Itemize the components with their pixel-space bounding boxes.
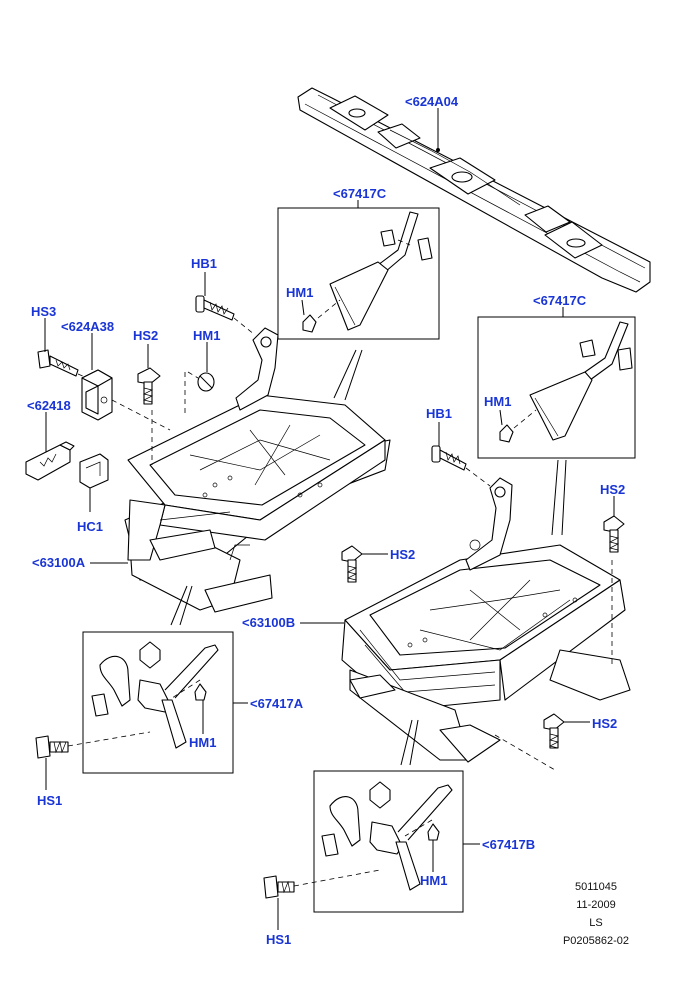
hb1-bolt-right (431, 445, 491, 487)
detail-box-67417A (82, 631, 234, 774)
bracket-624A38 (81, 369, 113, 421)
cross-member-624A04 (297, 87, 651, 293)
hc1-clip (79, 453, 109, 489)
hs2-bolt-right-top (603, 515, 625, 553)
label-hs2-right-top: HS2 (600, 482, 625, 497)
hm1-clip-left (187, 371, 215, 392)
seat-frame-63100B (341, 477, 631, 763)
label-hm1-a: HM1 (189, 735, 216, 750)
label-624A38: <624A38 (61, 319, 114, 334)
label-67417A: <67417A (250, 696, 304, 711)
label-hs3: HS3 (31, 304, 56, 319)
diagram-reference: P0205862-02 (563, 935, 629, 947)
hs2-bolt-left (137, 367, 161, 405)
label-67417B: <67417B (482, 837, 535, 852)
label-hs2-right-bottom: HS2 (592, 716, 617, 731)
diagram-date: 11-2009 (576, 899, 616, 911)
label-624A04: <624A04 (405, 94, 459, 109)
seat-frame-63100A (124, 327, 391, 613)
label-63100B: <63100B (242, 615, 295, 630)
label-62418: <62418 (27, 398, 71, 413)
label-hc1: HC1 (77, 519, 103, 534)
hs1-bolt-bottom (263, 869, 381, 899)
detail-box-67417C-top (277, 207, 440, 340)
label-63100A: <63100A (32, 555, 86, 570)
label-hs1-bottom: HS1 (266, 932, 291, 947)
label-hs2-mid: HS2 (390, 547, 415, 562)
detail-box-67417B (313, 770, 464, 913)
hs1-bolt-left (35, 731, 151, 759)
detail-box-67417C-right (477, 316, 636, 459)
hb1-bolt-left (195, 295, 256, 336)
diagram-code: 5011045 (575, 881, 617, 893)
hs3-bolt (37, 349, 93, 381)
label-hb1-right: HB1 (426, 406, 452, 421)
diagram-ls: LS (589, 917, 602, 929)
label-hb1-left: HB1 (191, 256, 217, 271)
label-hm1-right-box: HM1 (484, 394, 511, 409)
label-67417C-right: <67417C (533, 293, 587, 308)
label-hm1-b: HM1 (420, 873, 447, 888)
label-hs2-left: HS2 (133, 328, 158, 343)
part-62418 (25, 441, 75, 481)
label-67417C-top: <67417C (333, 186, 387, 201)
label-hs1-left: HS1 (37, 793, 62, 808)
hs2-bolt-right-bottom (543, 713, 565, 749)
label-hm1-top-box: HM1 (286, 285, 313, 300)
hs2-bolt-mid (341, 545, 363, 583)
label-hm1-left: HM1 (193, 328, 220, 343)
